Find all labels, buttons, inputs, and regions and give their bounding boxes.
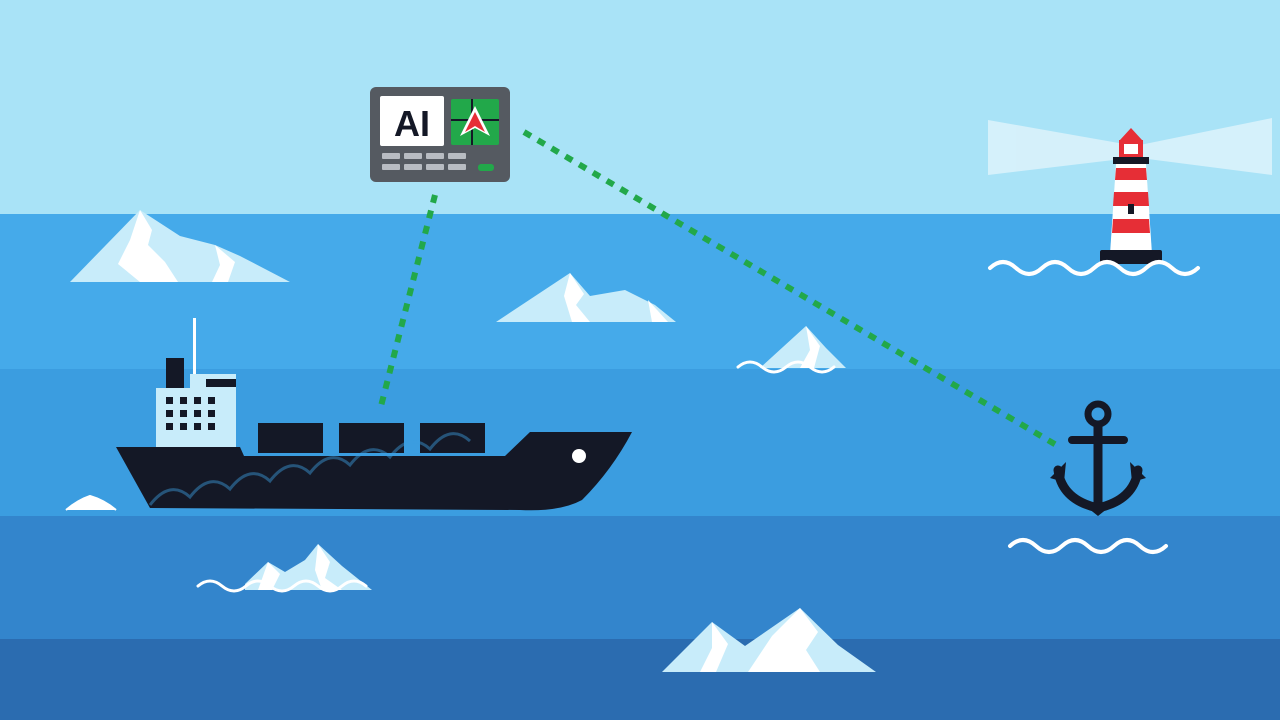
anchor-waves (1008, 538, 1168, 554)
iceberg-waves (196, 579, 368, 593)
ai-label: AI (394, 103, 430, 144)
iceberg-icon (496, 273, 676, 322)
iceberg-waves (736, 360, 836, 374)
ai-link-to-ship (377, 194, 438, 411)
iceberg-icon (760, 326, 846, 368)
sea-band-1 (0, 214, 1280, 370)
lighthouse-waves (988, 260, 1200, 276)
lighthouse-icon (1100, 128, 1162, 264)
sea-band-4 (0, 639, 1280, 720)
lighthouse-beams (988, 118, 1272, 175)
iceberg-icon (70, 210, 290, 282)
ai-navigation-device: AI (370, 87, 510, 182)
small-wave (65, 494, 117, 511)
navigation-arrow-icon (460, 106, 490, 136)
anchor-flukes (1050, 462, 1146, 516)
device-keypad (382, 153, 466, 170)
cargo-ship-icon (116, 318, 632, 511)
device-status-led (478, 164, 494, 171)
iceberg-icon (662, 608, 876, 672)
ai-route-to-anchor (522, 129, 1060, 449)
sky (0, 0, 1280, 216)
sea-band-3 (0, 516, 1280, 640)
